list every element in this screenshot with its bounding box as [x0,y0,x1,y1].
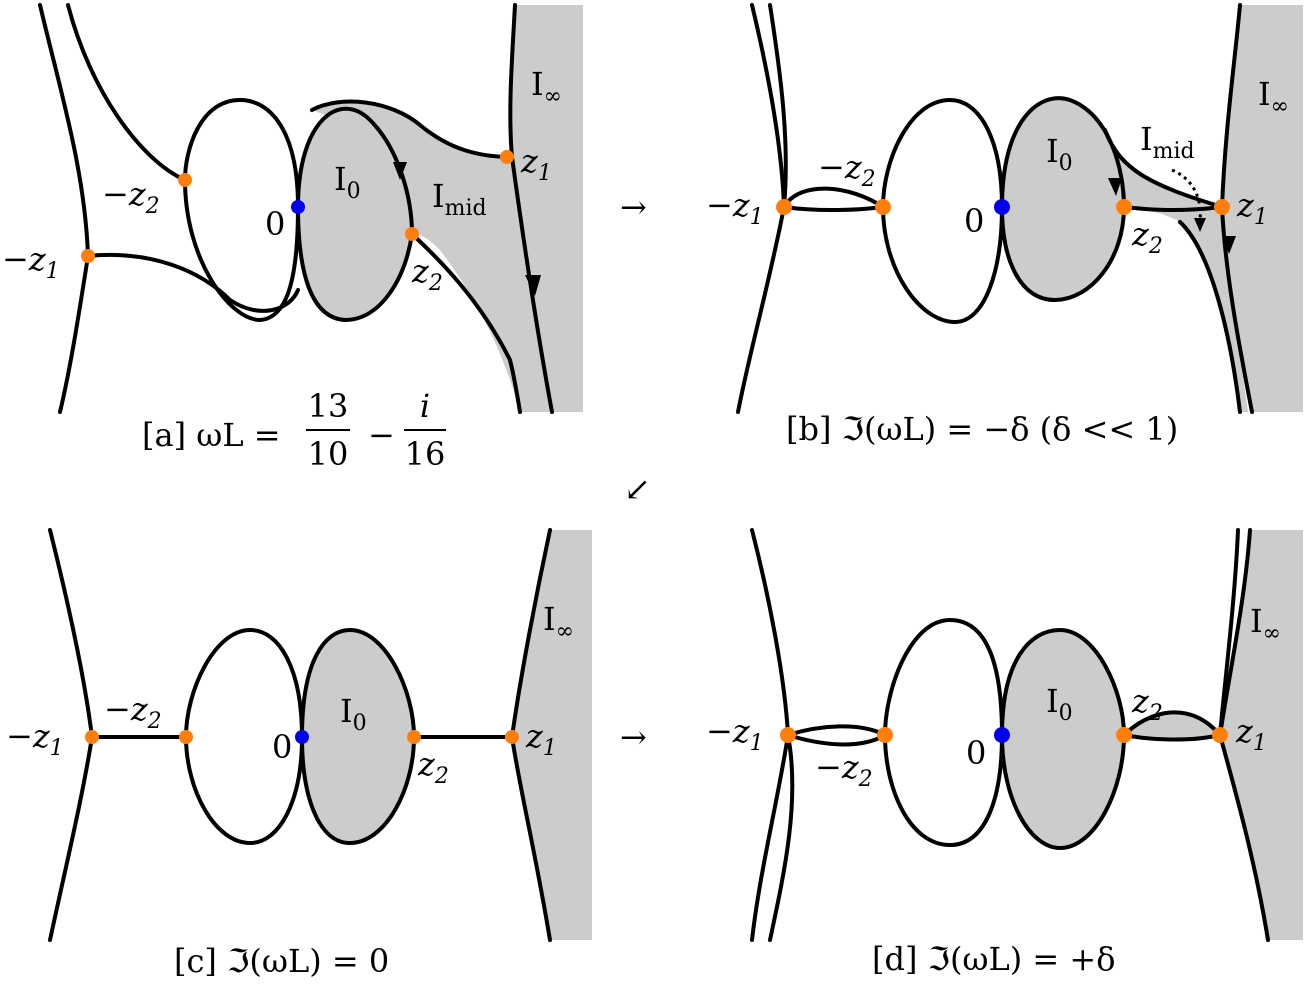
panel-a-i-mid-region [312,101,552,412]
panel-a-i0-label: I0 [334,160,361,204]
panel-b-i0-label: I0 [1046,132,1073,176]
panel-c-origin-point [295,730,309,744]
panel-d-caption: [d] ℑ(ωL) = +δ [872,940,1115,978]
panel-d-neg-z1-point [780,727,796,743]
panel-c: −z1 −z2 0 z2 z1 I0 I∞ [c] ℑ(ωL) = 0 [6,528,592,980]
panel-a-z2-point [405,227,419,241]
panel-c-z2-point [407,730,421,744]
panel-a-iinf-label: I∞ [531,65,562,109]
panel-c-neg-z1-point [85,730,99,744]
panel-b-z2-point [1116,199,1132,215]
panel-c-z1-point [505,730,519,744]
panel-b-right-inner-curve [1178,220,1242,414]
panel-c-neg-z1-label: −z1 [6,717,64,761]
panel-b-dotted-arrowhead [1194,218,1206,232]
panel-a-arrowhead-2 [525,275,541,296]
panel-a-neg-z2-label: −z2 [102,175,160,219]
arrow-a-to-b: → [620,188,647,226]
panel-d-i-zero-lobe [999,627,1127,851]
panel-d-lower-right-link [1122,733,1222,742]
panel-c-i-zero-lobe [299,627,417,846]
panel-d-neg-z2-label: −z2 [815,748,873,792]
panel-b-neg-z1-label: −z1 [706,186,764,230]
panel-a-neg-z2-point [178,173,192,187]
panel-b-arrowhead-2 [1222,236,1236,254]
panel-d-neg-z1-label: −z1 [706,712,764,756]
panel-d-left-boundary-inner [768,733,795,942]
panel-b: −z1 −z2 0 z2 z1 I0 Imid I∞ [b] ℑ(ωL) = −… [706,3,1303,448]
panel-b-z2-label: z2 [1131,215,1163,259]
panel-b-arrowhead-1 [1108,178,1122,196]
panel-a-left-boundary [38,3,90,414]
panel-b-iinf-label: I∞ [1258,75,1289,119]
panel-a-right-lower-curve [410,232,522,414]
panel-a-top-left-curve [66,3,187,182]
arrow-b-to-c: ↙ [624,470,651,508]
panel-b-origin-point [994,199,1010,215]
panel-a-i-infinity-region [510,5,583,412]
panel-b-upper-left-link [782,186,885,209]
panel-b-i-mid-region [1105,130,1248,412]
panel-a-z1-label: z1 [520,142,552,186]
panel-b-caption: [b] ℑ(ωL) = −δ (δ << 1) [786,410,1178,448]
panel-d-origin-point [994,727,1010,743]
panel-a-z2-label: z2 [411,252,443,296]
panel-d-upper-right-link [1122,710,1222,737]
panel-d: −z1 −z2 0 z2 z1 I0 I∞ [d] ℑ(ωL) = +δ [706,528,1303,978]
panel-d-iinf-label: I∞ [1250,602,1281,646]
panel-d-right-boundary-inner [1218,528,1240,737]
panel-a-bottom-left-curve [86,253,300,313]
panel-c-caption: [c] ℑ(ωL) = 0 [174,942,389,980]
panel-a-z1-point [500,150,514,164]
panel-d-upper-left-link [786,724,887,737]
panel-b-z1-label: z1 [1236,186,1268,230]
panel-a-frac1-den: 10 [308,435,349,473]
panel-b-zero-label: 0 [964,202,984,240]
arrow-c-to-d: → [620,718,647,756]
panel-c-neg-z2-label: −z2 [104,690,162,734]
panel-d-z1-point [1212,727,1228,743]
panel-c-i0-label: I0 [340,692,367,736]
panel-a-neg-z1-point [81,249,95,263]
panel-d-i-infinity-region [1220,530,1303,940]
panel-b-left-boundary-inner [768,3,788,209]
panel-b-z1-point [1214,199,1230,215]
panel-c-neg-z2-point [179,730,193,744]
panel-a-caption-prefix: [a] ωL = [142,416,281,454]
panel-a-arrowhead-1 [393,162,407,180]
panel-c-zero-label: 0 [272,728,292,766]
panel-a-frac2-den: 16 [405,435,446,473]
panel-d-zero-label: 0 [966,734,986,772]
panel-c-iinf-label: I∞ [543,600,574,644]
panel-a-right-boundary [508,3,554,414]
panel-b-neg-z2-label: −z2 [818,148,876,192]
panel-d-lower-left-link [786,733,887,747]
panel-a-frac1-num: 13 [308,387,349,425]
panel-a-zero-label: 0 [265,205,285,243]
panel-d-neg-z2-point [877,727,893,743]
panel-a: −z1 −z2 0 z2 z1 I0 Imid I∞ [a] ωL = 13 1… [2,3,583,473]
panel-b-imid-label: Imid [1140,120,1195,164]
panel-c-i-infinity-region [512,530,592,940]
panel-a-origin-point [291,200,305,214]
panel-c-z1-label: z1 [525,717,557,761]
panel-d-z1-label: z1 [1235,712,1267,756]
panel-b-lower-left-link [782,205,885,213]
panel-b-dotted-arrow [1171,168,1202,223]
panel-c-z2-label: z2 [417,745,449,789]
panel-b-upper-right-link [1103,128,1224,209]
panel-d-z2-label: z2 [1131,682,1163,726]
panel-a-frac2-num: i [420,387,430,425]
panel-a-top-right-curve [310,99,514,159]
panel-a-neg-z1-label: −z1 [2,240,60,284]
panel-a-minus: − [368,416,395,454]
panel-b-neg-z2-point [875,199,891,215]
panel-d-left-lobe [883,618,1004,847]
panel-a-imid-label: Imid [432,177,487,221]
panel-b-i-infinity-region [1222,5,1303,412]
panel-d-z2-point [1116,727,1132,743]
panel-b-neg-z1-point [776,199,792,215]
panel-d-i0-label: I0 [1046,682,1073,726]
